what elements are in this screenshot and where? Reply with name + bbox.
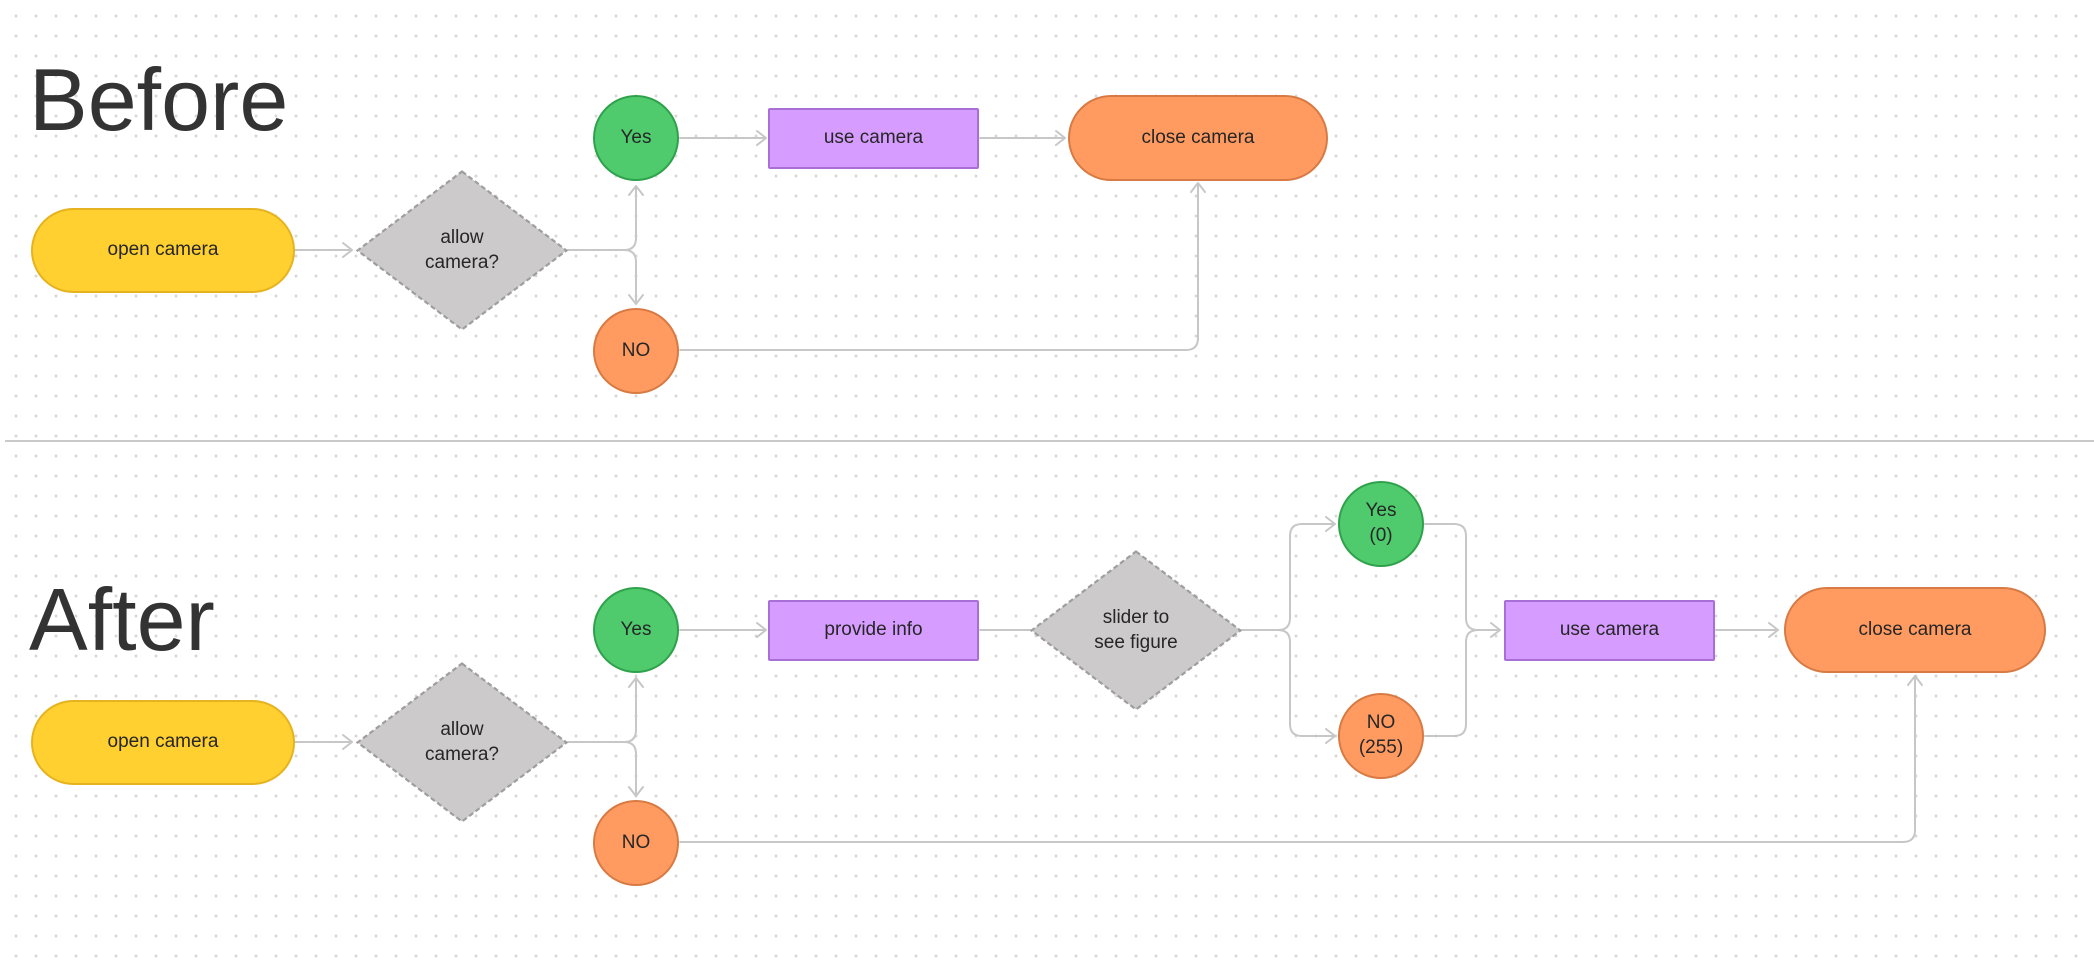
after-close-camera-node[interactable]: close camera: [1784, 587, 2046, 673]
after-open-camera-node[interactable]: open camera: [31, 700, 295, 785]
after-title: After: [29, 570, 215, 669]
after-slider-yes-node[interactable]: Yes (0): [1338, 481, 1424, 567]
connector-yes-to-provide: [679, 622, 767, 638]
after-yes-node[interactable]: Yes: [593, 587, 679, 673]
connector-yes-to-use: [679, 130, 767, 146]
connector-use-to-close-after: [1715, 622, 1779, 638]
connector-yes0-to-use: [1424, 523, 1501, 638]
diamond-shape: [1029, 550, 1243, 711]
before-use-camera-node[interactable]: use camera: [768, 108, 979, 169]
connector-open-to-allow: [294, 242, 353, 258]
after-allow-camera-decision[interactable]: allow camera?: [355, 662, 569, 823]
after-use-camera-node[interactable]: use camera: [1504, 600, 1715, 661]
before-close-camera-node[interactable]: close camera: [1068, 95, 1328, 181]
connector-slider-to-no255: [1277, 629, 1336, 744]
before-yes-node[interactable]: Yes: [593, 95, 679, 181]
connector-open-to-allow-after: [294, 734, 353, 750]
diamond-shape: [355, 170, 569, 331]
after-no-node[interactable]: NO: [593, 800, 679, 886]
connector-allow-to-no-after: [623, 741, 644, 797]
after-provide-info-node[interactable]: provide info: [768, 600, 979, 661]
connector-allow-to-yes: [567, 185, 644, 251]
connector-slider-to-yes0: [1241, 516, 1336, 631]
section-divider: [5, 440, 2094, 442]
after-slider-decision[interactable]: slider to see figure: [1029, 550, 1243, 711]
before-no-node[interactable]: NO: [593, 308, 679, 394]
connector-allow-to-yes-after: [567, 677, 644, 743]
before-title: Before: [29, 50, 289, 149]
connector-use-to-close: [979, 130, 1066, 146]
connector-no-to-close-after: [679, 675, 1923, 843]
diamond-shape: [355, 662, 569, 823]
before-allow-camera-label: allow camera?: [425, 226, 499, 273]
before-open-camera-node[interactable]: open camera: [31, 208, 295, 293]
after-slider-decision-label: slider to see figure: [1094, 606, 1178, 653]
before-allow-camera-decision[interactable]: allow camera?: [355, 170, 569, 331]
after-allow-camera-label: allow camera?: [425, 718, 499, 765]
connector-allow-to-no: [623, 249, 644, 305]
connector-no-to-close: [679, 182, 1206, 351]
after-slider-no-node[interactable]: NO (255): [1338, 693, 1424, 779]
connector-no255-to-use: [1424, 629, 1479, 737]
